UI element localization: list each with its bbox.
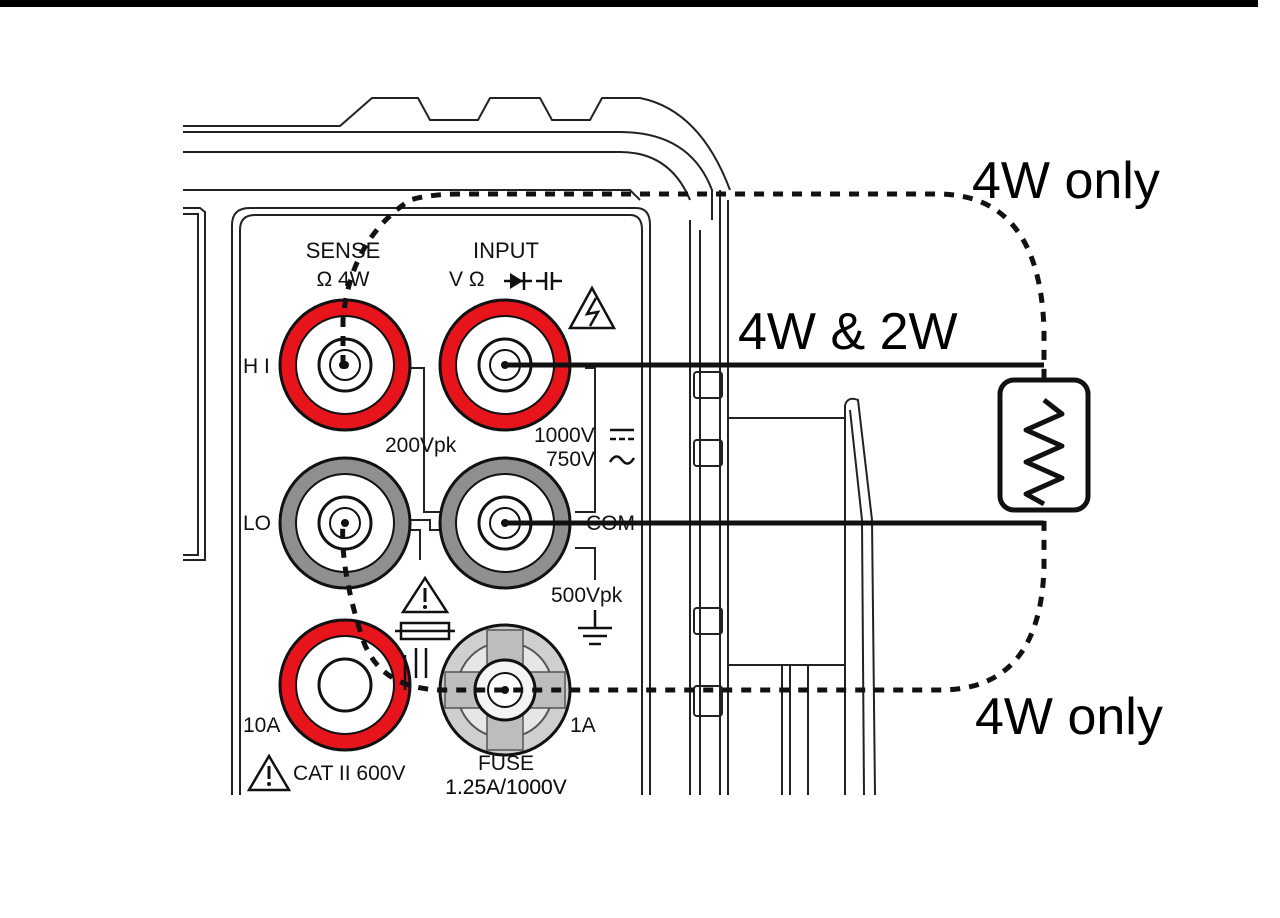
lo-label: LO <box>243 512 271 535</box>
fuse-rating-label: 1.25A/1000V <box>445 776 566 799</box>
warning-triangle-icon <box>246 753 292 792</box>
fuse-dot <box>501 686 509 694</box>
v1000-label: 1000V <box>534 424 595 447</box>
callout-bottom: 4W only <box>975 688 1163 746</box>
instrument-body <box>183 97 876 796</box>
input-wires <box>505 362 1044 526</box>
fuse-label: FUSE <box>478 752 534 775</box>
fuse-rating-visible: 1.25A/1000V <box>445 776 566 799</box>
callout-top: 4W only <box>972 152 1160 210</box>
fuse-icon <box>395 621 455 690</box>
a1-label: 1A <box>570 714 596 737</box>
v200-label: 200Vpk <box>385 434 457 457</box>
v750-label: 750V <box>546 448 595 471</box>
sense-sub: Ω 4W <box>316 268 369 291</box>
ground-icon <box>578 610 612 646</box>
cat-label: CAT II 600V <box>293 762 405 785</box>
warning-triangle-icon <box>400 575 450 614</box>
resistor-icon <box>997 377 1091 513</box>
sense-hi-dot <box>339 361 347 369</box>
ac-symbol-icon <box>608 455 636 465</box>
input-sub: V Ω <box>449 268 485 291</box>
com-dot <box>501 519 509 527</box>
hi-label: H I <box>243 355 270 378</box>
v500-label: 500Vpk <box>551 584 623 607</box>
panel-labels: SENSE Ω 4W INPUT V Ω H I LO 200Vpk 1000V… <box>243 238 635 799</box>
capacitor-icon <box>536 272 562 290</box>
sense-title: SENSE <box>306 238 381 263</box>
callout-middle: 4W & 2W <box>738 303 958 361</box>
panel-link-lines <box>410 367 596 580</box>
header-bar <box>0 0 1258 7</box>
dc-symbol-icon <box>610 428 634 441</box>
crop-mask <box>0 796 1280 918</box>
terminal-sense-lo[interactable] <box>278 456 412 590</box>
high-voltage-icon <box>567 285 617 330</box>
terminal-10a[interactable] <box>278 618 412 752</box>
input-title: INPUT <box>473 238 539 263</box>
diode-icon <box>504 272 532 290</box>
a10-label: 10A <box>243 714 280 737</box>
input-hi-dot <box>501 361 509 369</box>
